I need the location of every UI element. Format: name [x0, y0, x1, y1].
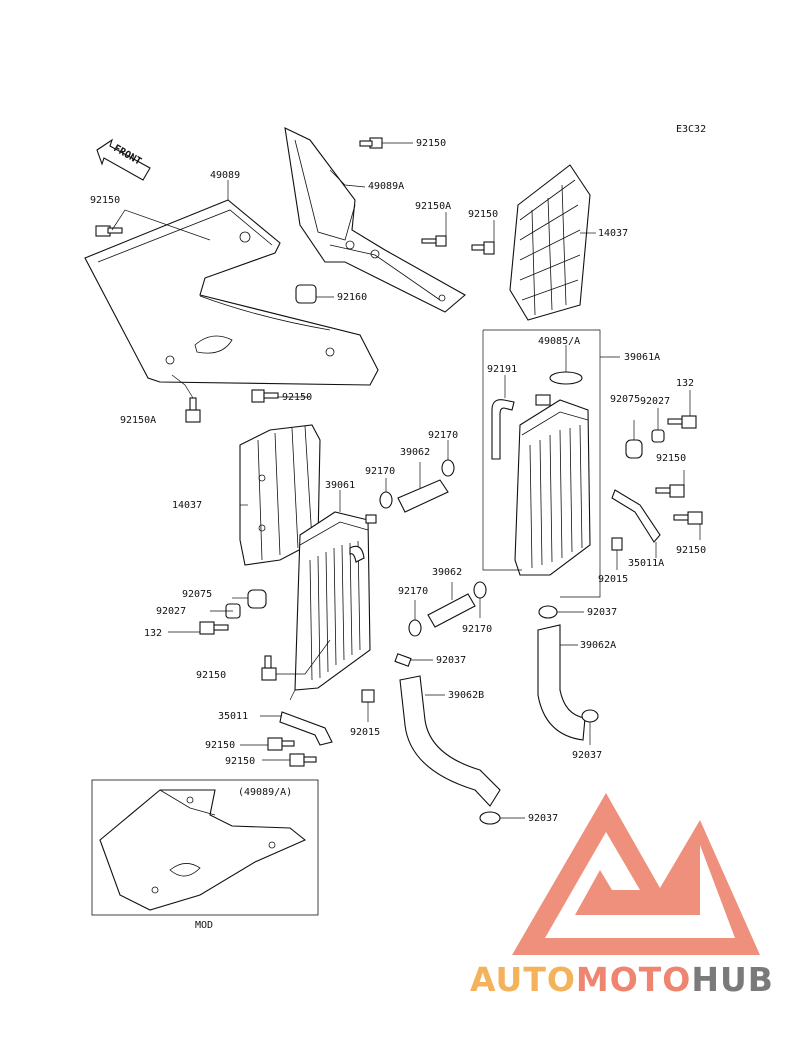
collar-icon: [651, 429, 665, 443]
part-label-92015: 92015: [350, 727, 380, 738]
hose-clamp-icon: [379, 491, 393, 509]
part-label-92037: 92037: [436, 655, 466, 666]
part-label-92150a: 92150A: [415, 201, 451, 212]
bracket-35011a: [611, 489, 661, 543]
bolt-icon: [471, 241, 495, 255]
part-label-39062b: 39062B: [448, 690, 484, 701]
part-label-39062: 39062: [400, 447, 430, 458]
radiator-shroud-center: [284, 127, 466, 313]
bolt-icon: [261, 655, 277, 681]
part-label-92015: 92015: [598, 574, 628, 585]
part-label-92170: 92170: [398, 586, 428, 597]
bolt-icon: [185, 397, 201, 423]
part-label-49085a: 49085/A: [538, 336, 580, 347]
radiator-right: [514, 371, 591, 576]
radiator-left: [294, 511, 377, 691]
watermark-part-3: HUB: [691, 960, 774, 999]
hose-92191: [491, 399, 515, 460]
bolt-icon: [95, 225, 123, 237]
hose-clamp-icon: [479, 811, 501, 825]
part-label-92150a: 92150A: [120, 415, 156, 426]
bolt-icon: [289, 753, 317, 767]
part-label-92027: 92027: [156, 606, 186, 617]
bolt-icon: [667, 415, 697, 429]
inset-caption: MOD: [195, 920, 213, 931]
part-label-14037: 14037: [598, 228, 628, 239]
cushion-icon: [295, 284, 317, 304]
part-label-39061a: 39061A: [624, 352, 660, 363]
radiator-shroud-left: [84, 199, 379, 386]
nut-icon: [611, 537, 623, 551]
part-label-132: 132: [676, 378, 694, 389]
hose-39062-upper: [397, 479, 449, 513]
grommet-icon: [247, 589, 267, 609]
part-label-49089a: 49089A: [368, 181, 404, 192]
radiator-grille-right: [509, 164, 591, 321]
part-label-92150: 92150: [416, 138, 446, 149]
part-label-35011a: 35011A: [628, 558, 664, 569]
part-label-35011: 35011: [218, 711, 248, 722]
inset-box: (49089/A) MOD: [91, 779, 319, 931]
inset-title: (49089/A): [238, 787, 292, 798]
bracket-35011: [279, 711, 333, 746]
part-label-92170: 92170: [462, 624, 492, 635]
part-label-132: 132: [144, 628, 162, 639]
part-label-92150: 92150: [196, 670, 226, 681]
part-label-92150: 92150: [676, 545, 706, 556]
part-label-92170: 92170: [365, 466, 395, 477]
bolt-icon: [655, 484, 685, 498]
diagram-code: E3C32: [676, 124, 706, 135]
part-label-92075: 92075: [610, 394, 640, 405]
part-label-92150: 92150: [90, 195, 120, 206]
watermark-wordmark: AUTOMOTOHUB: [470, 960, 774, 999]
watermark-part-2: MOTO: [575, 960, 692, 999]
part-label-92027: 92027: [640, 396, 670, 407]
radiator-cap-icon: [549, 371, 583, 385]
nut-icon: [361, 689, 375, 703]
part-label-92150: 92150: [468, 209, 498, 220]
front-arrow-icon: FRONT: [96, 138, 151, 181]
part-label-92191: 92191: [487, 364, 517, 375]
watermark-part-1: AUTO: [470, 960, 576, 999]
hose-39062b: [399, 675, 501, 807]
hose-clamp-icon: [394, 653, 412, 667]
grommet-icon: [625, 439, 643, 459]
bolt-icon: [251, 389, 279, 403]
part-label-92037: 92037: [572, 750, 602, 761]
hose-39062a: [537, 624, 586, 741]
hose-clamp-icon: [473, 581, 487, 599]
hose-clamp-icon: [408, 619, 422, 637]
bolt-icon: [673, 511, 703, 525]
part-label-92037: 92037: [587, 607, 617, 618]
part-label-14037: 14037: [172, 500, 202, 511]
hose-39062-lower: [427, 593, 476, 628]
part-label-92075: 92075: [182, 589, 212, 600]
hose-clamp-icon: [441, 459, 455, 477]
part-label-39062: 39062: [432, 567, 462, 578]
part-label-39062a: 39062A: [580, 640, 616, 651]
hose-clamp-icon: [538, 605, 558, 619]
part-label-92150: 92150: [205, 740, 235, 751]
hose-clamp-icon: [581, 709, 599, 723]
part-label-92170: 92170: [428, 430, 458, 441]
part-label-39061: 39061: [325, 480, 355, 491]
bolt-icon: [421, 235, 447, 247]
part-label-92150: 92150: [656, 453, 686, 464]
part-label-49089: 49089: [210, 170, 240, 181]
part-label-92037: 92037: [528, 813, 558, 824]
watermark-logo-icon: [512, 793, 760, 955]
part-label-92150: 92150: [225, 756, 255, 767]
part-label-92160: 92160: [337, 292, 367, 303]
bolt-icon: [359, 137, 383, 149]
part-label-92150: 92150: [282, 392, 312, 403]
bolt-icon: [199, 621, 229, 635]
bolt-icon: [267, 737, 295, 751]
